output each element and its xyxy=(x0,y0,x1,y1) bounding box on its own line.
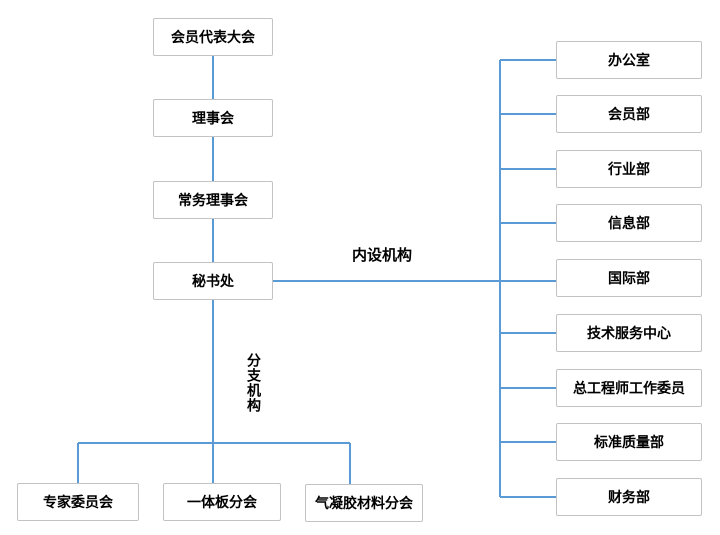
node-standards-quality-dept: 标准质量部 xyxy=(556,423,702,461)
node-industry-dept: 行业部 xyxy=(556,150,702,188)
connector-stub-office xyxy=(500,59,556,61)
node-member-congress: 会员代表大会 xyxy=(153,18,273,56)
connector-stub-standards-quality xyxy=(500,441,556,443)
node-chief-engineer-committee: 总工程师工作委员 xyxy=(556,369,702,407)
label-branch-institutions: 分支机构 xyxy=(246,353,262,413)
connector-stub-industry-dept xyxy=(500,168,556,170)
node-international-dept: 国际部 xyxy=(556,259,702,297)
connector-stub-tech-service xyxy=(500,332,556,334)
connector-standing-secretariat xyxy=(212,219,214,262)
node-membership-dept: 会员部 xyxy=(556,95,702,133)
node-integrated-board-branch: 一体板分会 xyxy=(163,483,281,521)
node-information-dept: 信息部 xyxy=(556,204,702,242)
label-internal-institutions: 内设机构 xyxy=(352,247,413,264)
node-standing-council: 常务理事会 xyxy=(153,181,273,219)
node-office: 办公室 xyxy=(556,41,702,79)
connector-stub-chief-engineer xyxy=(500,387,556,389)
node-expert-committee: 专家委员会 xyxy=(17,483,139,521)
node-council: 理事会 xyxy=(153,99,273,137)
node-finance-dept: 财务部 xyxy=(556,478,702,516)
connector-stub-information-dept xyxy=(500,222,556,224)
connector-internal-spine xyxy=(499,60,501,497)
node-aerogel-material-branch: 气凝胶材料分会 xyxy=(305,484,423,522)
connector-council-standing xyxy=(212,137,214,181)
connector-secretariat-branches xyxy=(212,300,214,483)
connector-stub-membership-dept xyxy=(500,113,556,115)
connector-congress-council xyxy=(212,56,214,99)
connector-drop-expert-committee xyxy=(77,443,79,483)
node-tech-service-center: 技术服务中心 xyxy=(556,314,702,352)
connector-drop-aerogel-branch xyxy=(349,443,351,484)
connector-stub-finance-dept xyxy=(500,496,556,498)
node-secretariat: 秘书处 xyxy=(153,262,273,300)
connector-secretariat-internal xyxy=(273,280,556,282)
connector-branches-crossbar xyxy=(78,442,350,444)
